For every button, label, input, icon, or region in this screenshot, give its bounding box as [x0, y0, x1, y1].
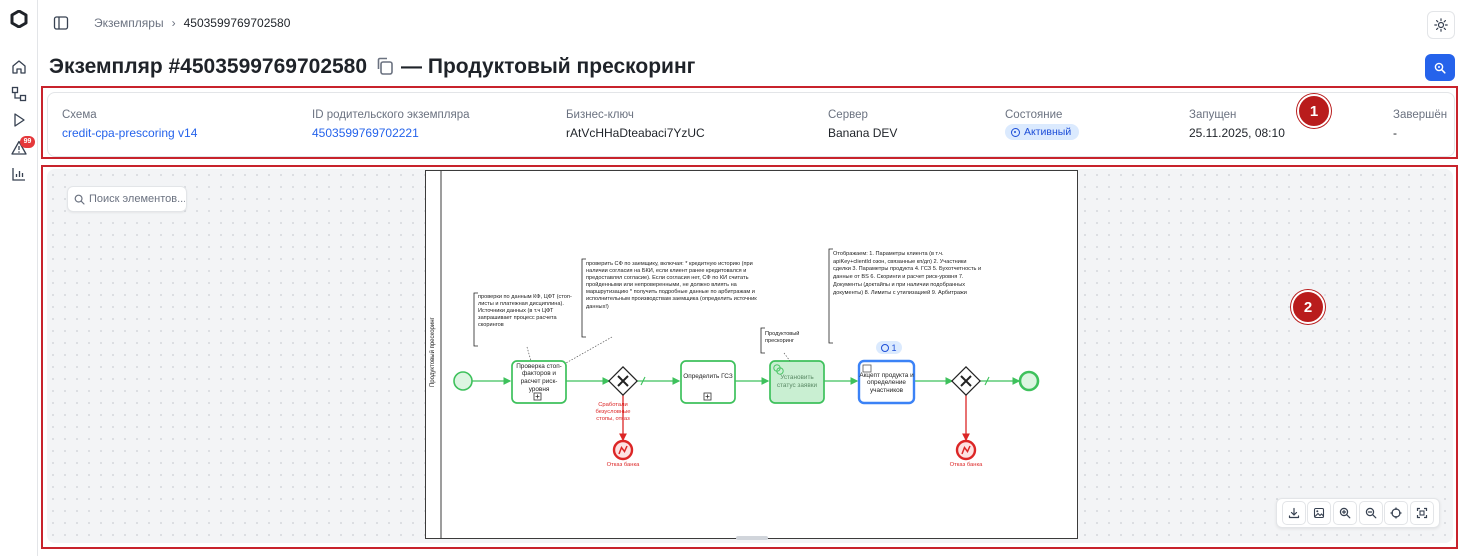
sun-icon [1434, 18, 1448, 32]
fit-view-button[interactable] [1410, 501, 1435, 525]
search-icon [74, 194, 85, 205]
status-icon [1011, 127, 1020, 137]
field-schema: Схема credit-cpa-prescoring v14 [62, 109, 197, 140]
field-label: Состояние [1005, 109, 1063, 121]
logo-icon[interactable] [9, 9, 29, 29]
zoom-out-icon [1365, 507, 1377, 519]
finished-value: - [1393, 126, 1397, 140]
task-set-status[interactable]: Установить статус заявки [776, 374, 818, 389]
zoom-button[interactable] [1425, 54, 1455, 81]
theme-toggle-button[interactable] [1427, 11, 1455, 39]
field-finished: Завершён - [1393, 109, 1447, 140]
chart-icon[interactable] [9, 164, 29, 184]
element-search[interactable] [67, 186, 187, 212]
field-server: Сервер Banana DEV [828, 109, 897, 140]
task-check-stop-factors[interactable]: Проверка стоп-факторов и расчет риск-уро… [516, 362, 562, 393]
error-flow-label: Сработали безусловные стопы, отказ [595, 402, 631, 422]
center-button[interactable] [1384, 501, 1409, 525]
download-icon [1288, 507, 1300, 519]
alert-count-badge: 99 [20, 136, 35, 148]
resize-handle[interactable] [736, 536, 768, 540]
home-icon[interactable] [9, 57, 29, 77]
field-parent-id: ID родительского экземпляра 450359976970… [312, 109, 470, 140]
server-value: Banana DEV [828, 126, 898, 140]
highlight-frame-2 [41, 165, 1458, 549]
zoom-in-icon [1339, 507, 1351, 519]
page-title: Экземпляр #4503599769702580 — Продуктовый… [49, 55, 695, 79]
copy-icon[interactable] [375, 56, 395, 76]
breadcrumb: Экземпляры › 4503599769702580 [94, 16, 290, 30]
diagram-toolbar [1276, 498, 1440, 528]
breadcrumb-separator: › [171, 16, 176, 30]
instance-info-panel: Схема credit-cpa-prescoring v14 ID родит… [47, 92, 1455, 157]
field-label: Сервер [828, 109, 868, 121]
play-icon[interactable] [9, 110, 29, 130]
highlight-frame-1 [41, 86, 1458, 159]
alert-icon[interactable] [9, 138, 29, 158]
status-badge: Активный [1005, 124, 1080, 140]
marker-2: 2 [1291, 290, 1325, 324]
started-value: 25.11.2025, 08:10 [1189, 126, 1285, 140]
active-token-badge: 1 [876, 341, 902, 354]
page-title-instance: Экземпляр #4503599769702580 [49, 55, 368, 78]
field-label: Схема [62, 109, 97, 121]
field-label: Запущен [1189, 109, 1237, 121]
annotation-prescoring: Продуктовый прескоринг [765, 331, 800, 344]
field-label: Бизнес-ключ [566, 109, 634, 121]
token-count: 1 [891, 342, 897, 353]
image-icon [1313, 507, 1325, 519]
download-button[interactable] [1281, 501, 1306, 525]
task-accept-product[interactable]: Акцепт продукта и определение участников [859, 371, 914, 394]
zoom-out-button[interactable] [1358, 501, 1383, 525]
field-label: Завершён [1393, 109, 1448, 121]
breadcrumb-parent-link[interactable]: Экземпляры [94, 16, 164, 30]
diagram-icon[interactable] [9, 84, 29, 104]
task-define-gsz[interactable]: Определить ГСЗ [683, 373, 733, 381]
zoom-in-button[interactable] [1333, 501, 1358, 525]
end-event-label: Отказ банка [949, 462, 983, 468]
annotation-stop-factors: проверки по данным КФ, ЦФТ (стоп-листы и… [478, 294, 572, 328]
top-bar [38, 0, 1465, 48]
business-key-value: rAtVcHHaDteabaci7YzUC [566, 126, 705, 140]
search-input[interactable] [85, 193, 185, 205]
field-started: Запущен 25.11.2025, 08:10 [1189, 109, 1285, 140]
zoom-icon [1434, 62, 1446, 74]
parent-instance-link[interactable]: 4503599769702221 [312, 126, 419, 140]
sidebar-toggle-icon[interactable] [52, 14, 70, 32]
fit-icon [1416, 507, 1428, 519]
annotation-sf-check: проверить СФ по заемщику, включая: * кре… [586, 261, 757, 310]
status-text: Активный [1024, 126, 1072, 138]
annotation-display-list: Отображаем: 1. Параметры клиента (в т.ч.… [833, 251, 982, 296]
export-image-button[interactable] [1307, 501, 1332, 525]
field-business-key: Бизнес-ключ rAtVcHHaDteabaci7YzUC [566, 109, 705, 140]
end-event-label: Отказ банка [606, 462, 640, 468]
target-icon [1390, 507, 1402, 519]
breadcrumb-current: 4503599769702580 [183, 16, 291, 30]
marker-1: 1 [1297, 94, 1331, 128]
field-label: ID родительского экземпляра [312, 109, 470, 121]
page-title-process: — Продуктовый прескоринг [401, 55, 696, 78]
field-state: Состояние Активный [1005, 109, 1080, 142]
bpmn-shapes [440, 171, 1040, 538]
diagram-canvas[interactable]: Продуктовый прескоринг Проверка стоп-фак… [47, 169, 1453, 543]
token-icon [881, 343, 890, 352]
left-rail: 99 [0, 0, 38, 556]
bpmn-diagram[interactable]: Продуктовый прескоринг Проверка стоп-фак… [425, 170, 1078, 540]
schema-link[interactable]: credit-cpa-prescoring v14 [62, 126, 198, 140]
